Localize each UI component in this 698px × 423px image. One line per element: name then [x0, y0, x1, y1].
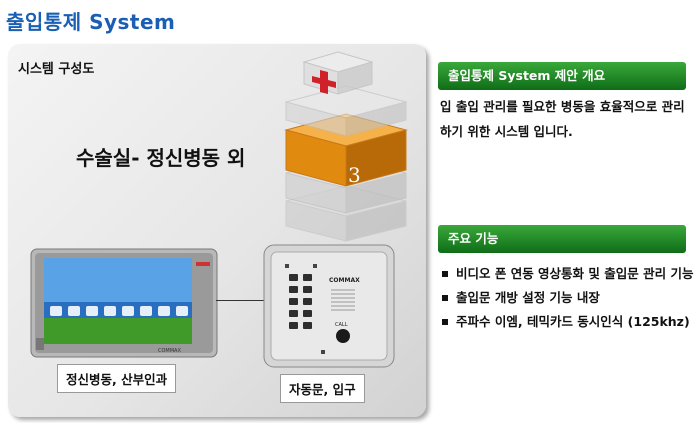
call-button-icon — [336, 329, 350, 343]
room-text: 수술실- 정신병동 외 — [76, 146, 246, 170]
cube-number: 3 — [348, 163, 361, 187]
list-item: 출입문 개방 설정 기능 내장 — [440, 286, 696, 310]
list-item: 비디오 폰 연동 영상통화 및 출입문 관리 기능 — [440, 262, 696, 286]
features-list: 비디오 폰 연동 영상통화 및 출입문 관리 기능 출입문 개방 설정 기능 내… — [440, 262, 696, 334]
features-heading: 주요 기능 — [438, 225, 686, 253]
overview-text: 입 출입 관리를 필요한 병동을 효율적으로 관리하기 위한 시스템 입니다. — [440, 99, 685, 139]
monitor-location-tag: 정신병동, 산부인과 — [57, 364, 177, 393]
list-item: 주파수 이엠, 테믹카드 동시인식 (125khz) — [440, 310, 696, 334]
monitor-brand: COMMAX — [158, 348, 181, 354]
door-location-tag: 자동문, 입구 — [280, 374, 365, 403]
video-monitor-device: COMMAX — [30, 248, 218, 358]
page-title: 출입통제 System — [6, 10, 176, 34]
red-cross-icon — [312, 70, 336, 94]
stacked-cube-illustration: 3 — [284, 51, 408, 242]
panel-label: 시스템 구성도 — [18, 62, 95, 77]
door-access-panel-device: COMMAX CALL — [263, 244, 395, 368]
door-brand: COMMAX — [329, 277, 360, 284]
overview-heading: 출입통제 System 제안 개요 — [438, 62, 686, 90]
call-label: CALL — [335, 322, 348, 328]
connection-wire — [216, 300, 266, 301]
